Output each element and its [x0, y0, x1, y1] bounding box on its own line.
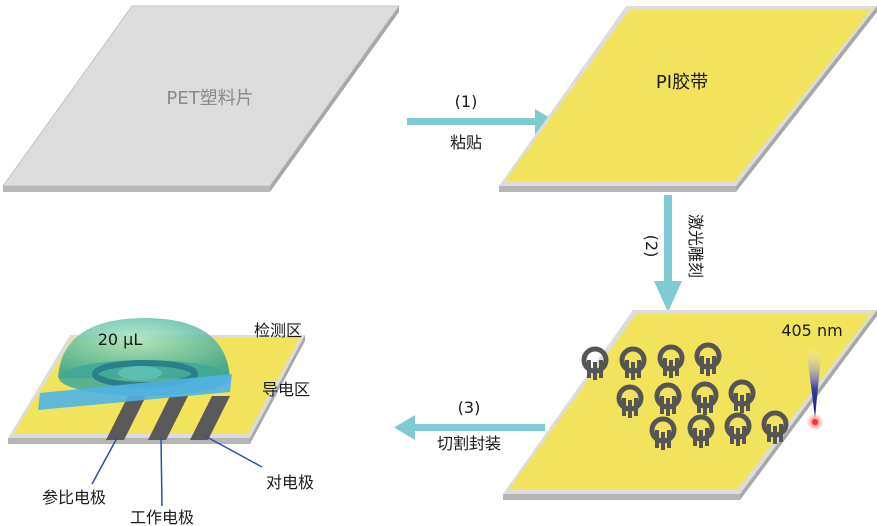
conductive-band [38, 374, 232, 410]
pet-sheet-label: PET塑料片 [166, 88, 253, 109]
step3-number: (3) [458, 398, 481, 417]
engraved-electrode [584, 349, 606, 380]
step3-action: 切割封装 [437, 434, 501, 453]
pet-sheet [2, 5, 400, 192]
step1-arrow [407, 109, 556, 134]
step2-number: (2) [642, 235, 661, 258]
reference-electrode-leader [91, 437, 118, 485]
droplet-volume-label: 20 μL [98, 330, 143, 349]
reference-electrode-label: 参比电极 [42, 488, 106, 507]
detection-zone-label: 检测区 [254, 321, 302, 340]
laser-wavelength-label: 405 nm [781, 321, 842, 340]
laser-beam [806, 346, 824, 431]
counter-electrode-leader [204, 435, 263, 468]
counter-electrode-lead [190, 396, 230, 440]
counter-electrode-label: 对电极 [266, 473, 314, 492]
sensor-electrode-leads [106, 396, 230, 440]
working-electrode-leader [160, 437, 163, 507]
step1-number: (1) [455, 92, 478, 111]
pi-tape-label: PI胶带 [656, 72, 708, 93]
engraved-sheet [503, 310, 877, 500]
reference-electrode-lead [106, 396, 146, 440]
step3-arrow [394, 415, 545, 440]
working-electrode-lead [148, 396, 188, 440]
step2-action: 激光雕刻 [686, 214, 705, 278]
step2-arrow [654, 195, 682, 312]
pi-tape-sheet [499, 6, 877, 192]
working-electrode-label: 工作电极 [130, 508, 194, 526]
leader-lines [91, 435, 263, 507]
conductive-zone-label: 导电区 [262, 380, 310, 399]
step1-action: 粘贴 [450, 133, 482, 152]
